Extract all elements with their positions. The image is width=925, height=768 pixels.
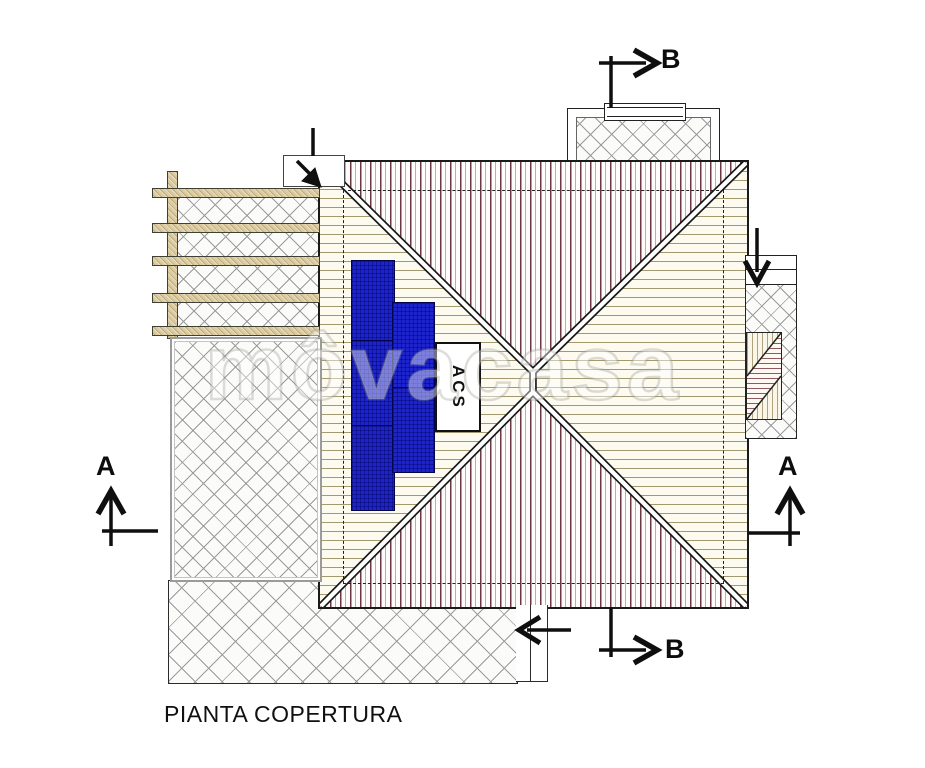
- flue-diagonal-lines: [747, 333, 781, 419]
- section-a-left-label: A: [96, 451, 116, 481]
- section-b-bottom-arrow: [599, 607, 663, 666]
- flue-vent: [746, 332, 782, 420]
- section-b-top-label: B: [661, 44, 681, 74]
- corner-detail-box: [283, 155, 345, 187]
- pergola-beam: [152, 326, 320, 336]
- section-a-right-arrow: [748, 485, 806, 546]
- pergola-beam: [152, 188, 320, 198]
- section-a-left-arrow: [95, 485, 158, 546]
- solar-panel: [351, 340, 395, 428]
- section-b-bottom-label: B: [665, 634, 685, 664]
- bottom-step-divider: [530, 605, 531, 681]
- right-structure-step-line: [746, 269, 796, 270]
- section-a-right-label: A: [778, 451, 798, 481]
- pergola-beam: [152, 293, 320, 303]
- right-structure: [745, 255, 797, 439]
- bottom-step-strip: [516, 605, 548, 682]
- solar-panel: [351, 425, 395, 511]
- solar-panel: [351, 260, 395, 343]
- acs-unit-box: ACS: [435, 342, 481, 432]
- eaves-dashed-outline: [343, 190, 724, 584]
- roof-plan: ACS: [318, 160, 749, 609]
- pergola-beam: [152, 256, 320, 266]
- drawing-title: PIANTA COPERTURA: [164, 701, 403, 727]
- solar-panel: [392, 387, 435, 473]
- roof-ridge-lines: [320, 162, 747, 607]
- chimney-hatch-fill: [576, 117, 711, 165]
- section-b-top-arrow: [599, 47, 663, 108]
- chimney-cap: [604, 103, 686, 121]
- pergola-beam: [152, 223, 320, 233]
- upper-terrace: [170, 337, 322, 582]
- acs-label: ACS: [449, 364, 468, 410]
- chimney-cap-inner-line: [607, 107, 683, 117]
- solar-panel: [392, 302, 435, 390]
